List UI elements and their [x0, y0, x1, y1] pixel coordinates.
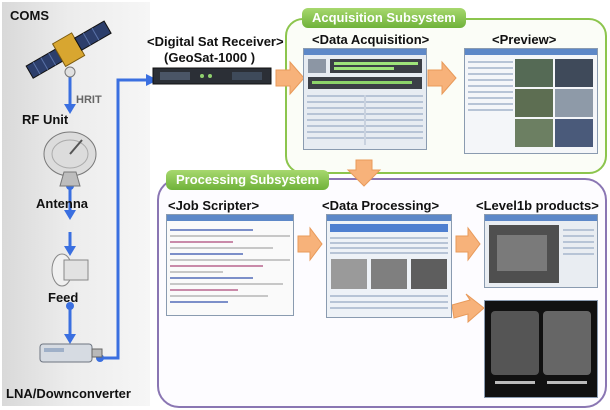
processing-subsystem-tab: Processing Subsystem	[166, 170, 330, 190]
arrow-script-proc	[297, 226, 323, 262]
job-scripter-screenshot	[166, 214, 294, 316]
arrow-proc-level1b-b	[451, 293, 485, 324]
data-processing-screenshot	[326, 214, 452, 318]
level1b-screenshot-2	[484, 300, 598, 398]
arrow-to-lna	[64, 334, 76, 344]
satellite-icon	[25, 20, 112, 79]
feed-icon	[51, 253, 89, 287]
arrow-to-feed	[64, 246, 76, 256]
level1b-screenshot-1	[484, 214, 598, 288]
arrow-to-receiver	[146, 74, 158, 86]
preview-label: <Preview>	[492, 32, 557, 47]
lna-icon	[39, 343, 103, 363]
data-acquisition-label: <Data Acquisition>	[312, 32, 430, 47]
dot-feed	[66, 302, 74, 310]
receiver-device-icon	[152, 67, 272, 85]
rf-unit-label: RF Unit	[22, 112, 69, 127]
antenna-icon	[43, 131, 97, 187]
receiver-title: <Digital Sat Receiver>	[147, 34, 284, 49]
line-lna-receiver	[100, 78, 148, 360]
antenna-label: Antenna	[36, 196, 88, 211]
lna-label: LNA/Downconverter	[6, 386, 131, 401]
acquisition-subsystem-tab: Acquisition Subsystem	[302, 8, 466, 28]
arrow-proc-level1b-a	[455, 226, 481, 262]
data-processing-label: <Data Processing>	[322, 198, 440, 213]
signal-chain-panel	[2, 2, 150, 406]
arrow-receiver-acq	[275, 60, 305, 96]
feed-label: Feed	[48, 290, 79, 305]
preview-screenshot	[464, 48, 598, 154]
receiver-model: (GeoSat-1000 )	[164, 50, 256, 65]
arrow-acq-proc	[346, 159, 382, 187]
arrow-antenna	[64, 210, 76, 220]
arrow-acq-preview	[427, 60, 457, 96]
hrit-label: HRIT	[76, 94, 102, 106]
coms-label: COMS	[10, 8, 49, 23]
level1b-label: <Level1b products>	[476, 198, 599, 213]
data-acquisition-screenshot	[303, 48, 427, 150]
job-scripter-label: <Job Scripter>	[168, 198, 260, 213]
arrow-coms-rf	[64, 104, 76, 114]
